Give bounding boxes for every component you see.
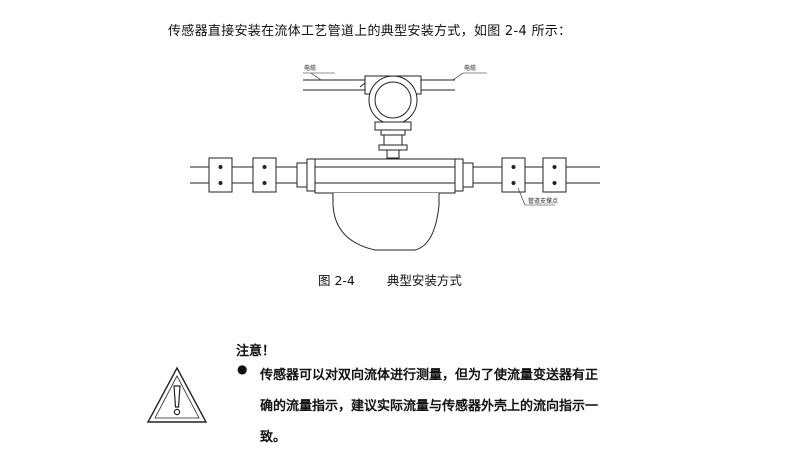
support-clamp: [542, 157, 567, 193]
cable-right: [421, 79, 455, 91]
note-line: 确的流量指示，建议实际流量与传感器外壳上的流向指示一: [260, 399, 599, 414]
cable-label-right: 电缆: [464, 64, 476, 72]
figure-caption: 图 2-4 典型安装方式: [318, 270, 462, 289]
warning-icon: [146, 366, 208, 423]
bullet-icon: ●: [237, 362, 248, 376]
support-clamp: [501, 157, 526, 193]
note-title: 注意！: [236, 344, 276, 359]
sensor-body: [314, 158, 456, 251]
support-clamp: [252, 157, 277, 193]
figure-number: 图 2-4: [318, 273, 355, 288]
installation-diagram: 电缆 电缆 管道支撑点: [190, 64, 600, 251]
intro-paragraph: 传感器直接安装在流体工艺管道上的典型安装方式，如图 2-4 所示：: [168, 24, 572, 39]
note-line: 致。: [260, 430, 287, 445]
figure-title: 典型安装方式: [386, 273, 462, 288]
support-clamp: [208, 157, 233, 193]
flange-right: [454, 158, 474, 192]
cable-label-left: 电缆: [304, 64, 316, 72]
support-label: 管道支撑点: [528, 197, 558, 205]
flange-left: [296, 158, 316, 192]
note-line: 传感器可以对双向流体进行测量，但为了使流量变送器有正: [260, 368, 599, 383]
transmitter-head: [364, 75, 422, 159]
cable-left: [303, 79, 366, 91]
note-body: 传感器可以对双向流体进行测量，但为了使流量变送器有正 确的流量指示，建议实际流量…: [260, 360, 640, 453]
